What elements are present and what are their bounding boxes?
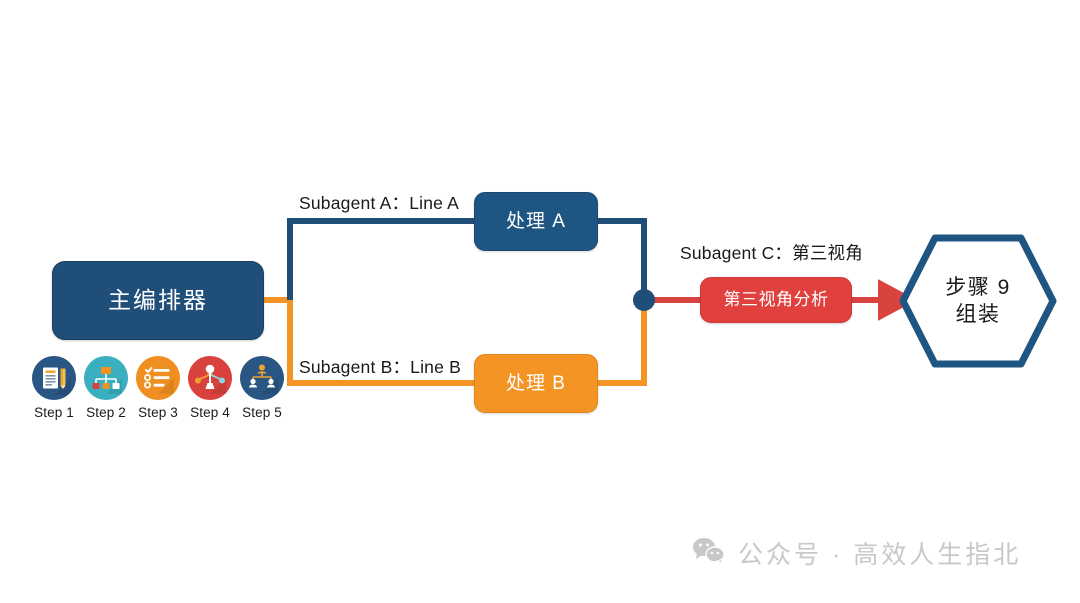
watermark-text: 公众号 · 高效人生指北	[738, 541, 1022, 569]
checklist-icon	[136, 356, 180, 400]
wechat-icon	[692, 537, 726, 570]
node-third-view-analysis[interactable]: 第三视角分析	[700, 277, 852, 323]
step-item-4[interactable]: Step 4	[186, 356, 234, 420]
node-third-view-analysis-label: 第三视角分析	[723, 290, 829, 310]
wire-branch-b-out	[598, 301, 647, 386]
document-pencil-icon	[32, 356, 76, 400]
step-item-5[interactable]: Step 5	[238, 356, 286, 420]
step-label-3: Step 3	[138, 405, 178, 420]
node-process-b-label: 处理 B	[506, 372, 566, 394]
org-chart-icon	[84, 356, 128, 400]
step-label-5: Step 5	[242, 405, 282, 420]
edge-label-subagent-b: Subagent B：Line B	[299, 357, 461, 377]
step-label-2: Step 2	[86, 405, 126, 420]
step-item-1[interactable]: Step 1	[30, 356, 78, 420]
node-process-b[interactable]: 处理 B	[474, 354, 598, 413]
watermark: 公众号 · 高效人生指北	[692, 535, 1021, 571]
network-flow-icon	[188, 356, 232, 400]
step-label-1: Step 1	[34, 405, 74, 420]
node-process-a-label: 处理 A	[506, 210, 566, 232]
node-final-assembly[interactable]: 步骤 9 组装	[903, 238, 1053, 364]
node-main-orchestrator[interactable]: 主编排器	[52, 261, 264, 340]
step-item-2[interactable]: Step 2	[82, 356, 130, 420]
step-label-4: Step 4	[190, 405, 230, 420]
node-main-orchestrator-label: 主编排器	[108, 287, 208, 314]
step-icon-row: Step 1 Step 2	[30, 356, 286, 420]
node-final-assembly-label: 步骤 9 组装	[903, 238, 1053, 364]
step-item-3[interactable]: Step 3	[134, 356, 182, 420]
node-process-a[interactable]: 处理 A	[474, 192, 598, 251]
merge-junction-dot	[633, 289, 655, 311]
edge-label-subagent-a: Subagent A：Line A	[299, 193, 460, 213]
wire-branch-a-out	[598, 218, 647, 299]
wire-branch-a-in	[287, 218, 474, 300]
final-label-line-2: 组装	[955, 303, 1001, 326]
edge-label-subagent-c: Subagent C：第三视角	[680, 243, 863, 263]
team-hierarchy-icon	[240, 356, 284, 400]
final-label-line-1: 步骤 9	[945, 275, 1011, 299]
